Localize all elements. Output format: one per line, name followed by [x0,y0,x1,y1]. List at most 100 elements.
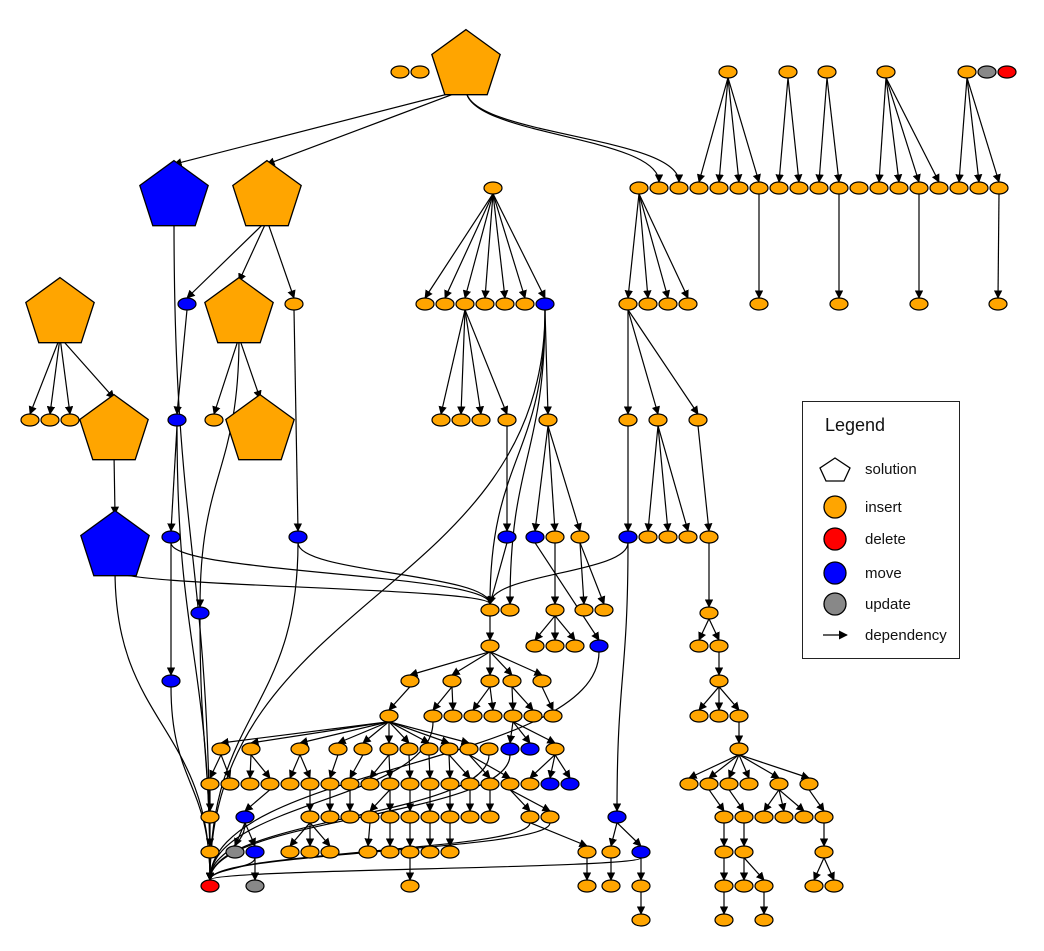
insert-node [678,297,698,311]
insert-node [300,845,320,859]
dependency-edge [698,686,720,711]
delete-node [997,65,1017,79]
insert-node [804,879,824,893]
dependency-edge [492,193,546,299]
insert-node [419,742,439,756]
move-node [497,530,517,544]
insert-node [423,709,443,723]
insert-node [451,413,471,427]
insert-node [734,879,754,893]
insert-node [709,181,729,195]
insert-solution-node [25,276,95,344]
dependency-edge [432,686,453,711]
dependency-edge [966,77,1001,183]
dependency-edge [506,721,516,744]
insert-node [420,845,440,859]
insert-node [570,530,590,544]
insert-solution-node [232,159,302,227]
legend-box: Legend solution insert delete move updat… [802,401,960,659]
dependency-edge [59,337,74,415]
dependency-edge [492,193,527,299]
insert-node [532,674,552,688]
dependency-edge [808,789,825,812]
insert-node [260,777,280,791]
dependency-edge [657,425,690,532]
dependency-edge [464,309,485,415]
insert-node [729,709,749,723]
insert-node [574,603,594,617]
dependency-edge [299,754,311,779]
dependency-edge [424,193,494,299]
dependency-edge [209,754,222,779]
insert-node [988,297,1008,311]
dependency-edge [489,651,513,676]
dependency-edge [487,686,497,711]
dependency-edge [385,754,394,779]
dependency-edge [616,822,642,847]
insert-node [500,603,520,617]
insert-node [400,674,420,688]
insert-node [729,742,749,756]
dependency-edge [688,754,740,779]
insert-node [601,879,621,893]
move-node [540,777,560,791]
move-node [525,530,545,544]
dependency-edge [110,454,120,516]
dependency-edge [238,220,268,282]
insert-node [320,777,340,791]
dependency-edge [369,754,390,779]
dependency-edge [266,88,467,166]
dependency-edge [529,754,556,779]
dependency-edge [505,309,546,605]
dependency-edge [728,754,740,779]
move-node [161,674,181,688]
insert-node [949,181,969,195]
insert-node [739,777,759,791]
insert-node [638,297,658,311]
legend-item-insert: insert [817,494,957,520]
insert-node [483,181,503,195]
legend-item-move: move [817,560,957,586]
insert-node [689,181,709,195]
insert-node [794,810,814,824]
insert-node [443,709,463,723]
insert-node [754,810,774,824]
insert-node [658,297,678,311]
insert-node [320,845,340,859]
dependency-edge [512,721,556,744]
insert-node [400,777,420,791]
insert-node [543,709,563,723]
dependency-edge [472,686,491,711]
insert-node [480,810,500,824]
move-node [167,413,187,427]
insert-node [714,810,734,824]
insert-node [618,297,638,311]
insert-node [749,181,769,195]
move-node [177,297,197,311]
edges-layer [28,77,1003,915]
move-node [288,530,308,544]
dependency-edge [246,754,255,779]
dependency-edge [451,651,491,676]
dependency-edge [195,337,240,608]
insert-node [688,413,708,427]
dependency-edge [173,220,215,881]
dependency-edge [813,857,825,881]
move-node [560,777,580,791]
legend-item-solution: solution [817,456,957,482]
dependency-edge [299,721,390,746]
dependency-edge [509,789,531,812]
dependency-edge [205,651,600,881]
dependency-edge [206,857,642,881]
insert-node [200,810,220,824]
insert-node [280,777,300,791]
insert-node [709,709,729,723]
insert-node [200,777,220,791]
insert-node [358,845,378,859]
dependency-edge [485,309,546,605]
dependency-edge [966,77,983,183]
insert-node [525,639,545,653]
insert-node [689,639,709,653]
insert-node [969,181,989,195]
insert-node [849,181,869,195]
